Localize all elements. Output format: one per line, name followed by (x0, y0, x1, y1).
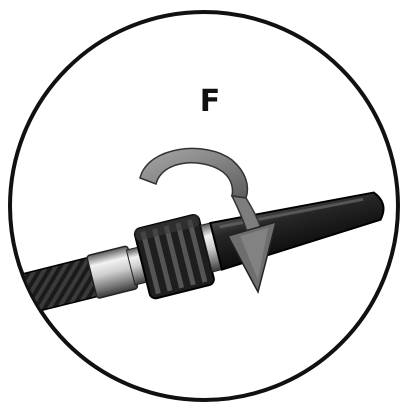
step-label: F (190, 82, 230, 122)
